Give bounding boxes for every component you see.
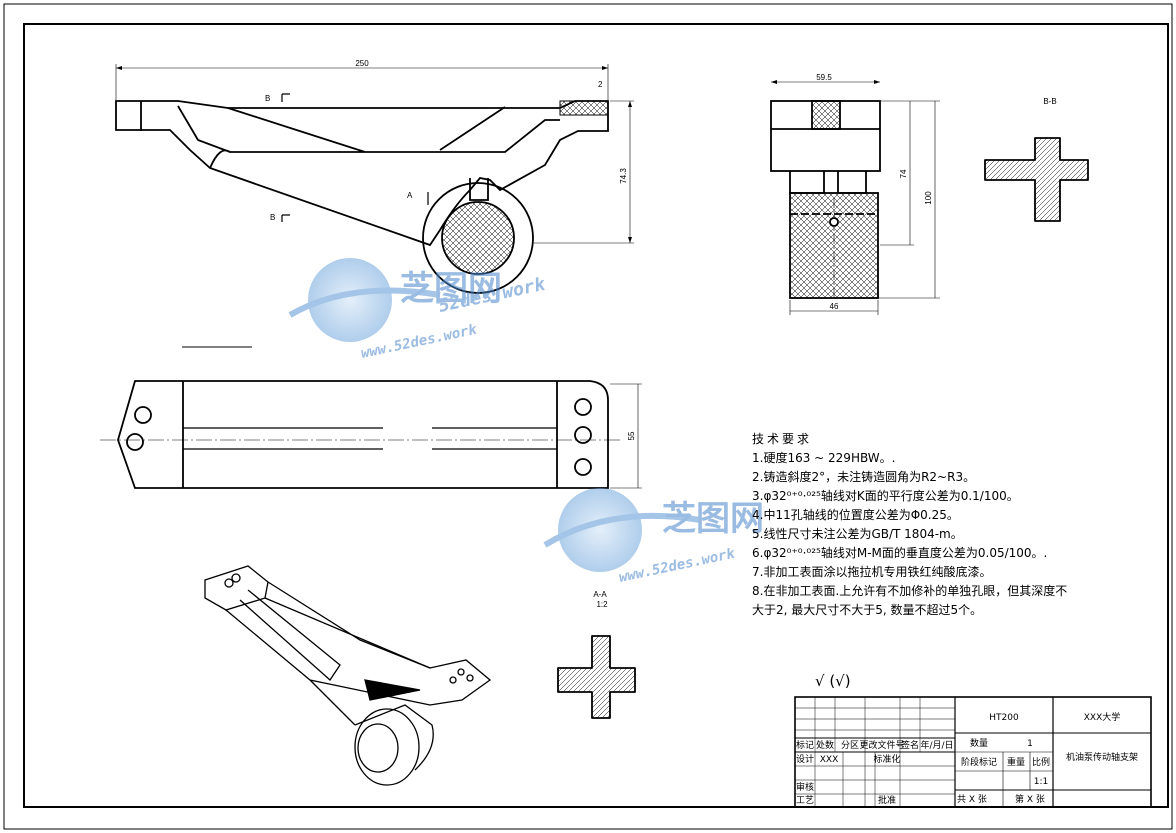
tb-col-doc: 更改文件号	[859, 739, 904, 751]
tb-sheet-total: 共 X 张	[957, 794, 987, 805]
section-b-top-label: B	[265, 94, 270, 103]
tb-col-zone: 分区	[841, 740, 859, 751]
tb-school: XXX大学	[1084, 711, 1121, 723]
dim-width-55: 55	[627, 431, 636, 440]
isometric-view	[204, 565, 492, 786]
dim-marker-2: 2	[598, 80, 603, 89]
title-block	[794, 696, 1152, 808]
technical-requirements: 技术要求 1.硬度163 ~ 229HBW。. 2.铸造斜度2°，未注铸造圆角为…	[752, 430, 1152, 620]
tb-process-label: 工艺	[796, 795, 814, 806]
dim-width-595: 59.5	[816, 73, 832, 82]
section-aa-scale: 1:2	[596, 600, 608, 609]
watermark-top: 芝图网 52des.work www.52des.work	[288, 258, 548, 362]
dim-bottom-46: 46	[830, 302, 839, 311]
tb-weight-label: 重量	[1007, 756, 1025, 768]
tb-scale-label: 比例	[1032, 756, 1050, 768]
tb-sheet-no: 第 X 张	[1015, 793, 1045, 805]
tb-quantity-value: 1	[1027, 739, 1033, 749]
tech-req-item: 3.φ32⁰⁺⁰·⁰²⁵轴线对K面的平行度公差为0.1/100。	[752, 489, 1019, 503]
section-aa-cross	[557, 635, 636, 719]
section-b-bottom-label: B	[270, 213, 275, 222]
tech-req-item: 2.铸造斜度2°，未注铸造圆角为R2~R3。	[752, 470, 976, 484]
tb-scale-value: 1:1	[1034, 777, 1048, 787]
tb-standard-label: 标准化	[873, 753, 900, 765]
tech-req-item: 5.线性尺寸未注公差为GB/T 1804-m。	[752, 527, 963, 541]
tb-col-mark: 标记	[796, 739, 814, 751]
dim-overall-length: 250	[355, 59, 369, 68]
tb-design-label: 设计	[796, 753, 814, 765]
tech-req-item: 7.非加工表面涂以拖拉机专用铁红纯酸底漆。	[752, 565, 992, 579]
section-a-label: A	[407, 191, 413, 200]
dim-height-743: 74.3	[619, 168, 628, 184]
outer-frame	[3, 3, 1173, 830]
tech-req-item: 1.硬度163 ~ 229HBW。.	[752, 451, 896, 465]
tb-material: HT200	[989, 713, 1019, 723]
tech-req-item: 6.φ32⁰⁺⁰·⁰²⁵轴线对M-M面的垂直度公差为0.05/100。.	[752, 546, 1048, 560]
dim-height-74: 74	[899, 169, 908, 178]
tb-col-date: 年/月/日	[920, 739, 953, 751]
watermark-brand-bottom: 芝图网	[662, 499, 764, 539]
watermark-brand-top: 芝图网	[400, 269, 502, 309]
section-aa-title: A-A	[593, 590, 607, 599]
surface-symbol: √ (√)	[815, 672, 851, 690]
title-block-text: HT200 XXX大学 数量 1 阶段标记 重量 比例 1:1 机油泵传动轴支架…	[796, 711, 1138, 806]
section-bb-cross	[984, 137, 1089, 222]
watermark-bottom: 芝图网 www.52des.work	[543, 488, 764, 586]
tech-req-item: 4.中11孔轴线的位置度公差为Φ0.25。	[752, 508, 959, 522]
tb-design-value: XXX	[820, 755, 839, 765]
section-bb-title: B-B	[1043, 97, 1056, 106]
tech-req-item: 8.在非加工表面.上允许有不加修补的单独孔眼，但其深度不	[752, 584, 1068, 598]
side-view	[770, 80, 940, 315]
tech-req-item: 大于2, 最大尺寸不大于5, 数量不超过5个。	[752, 603, 983, 617]
tb-approve-label: 批准	[878, 794, 896, 806]
tb-review-label: 审核	[796, 781, 814, 793]
top-view	[100, 380, 642, 489]
watermark-globe-icon	[558, 488, 642, 572]
dim-height-100: 100	[924, 191, 933, 205]
tech-req-title: 技术要求	[752, 432, 813, 446]
tb-part-name: 机油泵传动轴支架	[1066, 751, 1138, 763]
front-view	[115, 64, 634, 348]
tb-quantity-label: 数量	[970, 737, 988, 749]
watermark-globe-icon	[308, 258, 392, 342]
tb-stage-label: 阶段标记	[961, 756, 997, 768]
tb-col-count: 处数	[816, 739, 834, 751]
inner-frame	[23, 23, 1169, 808]
tb-col-sign: 签名	[901, 739, 919, 751]
